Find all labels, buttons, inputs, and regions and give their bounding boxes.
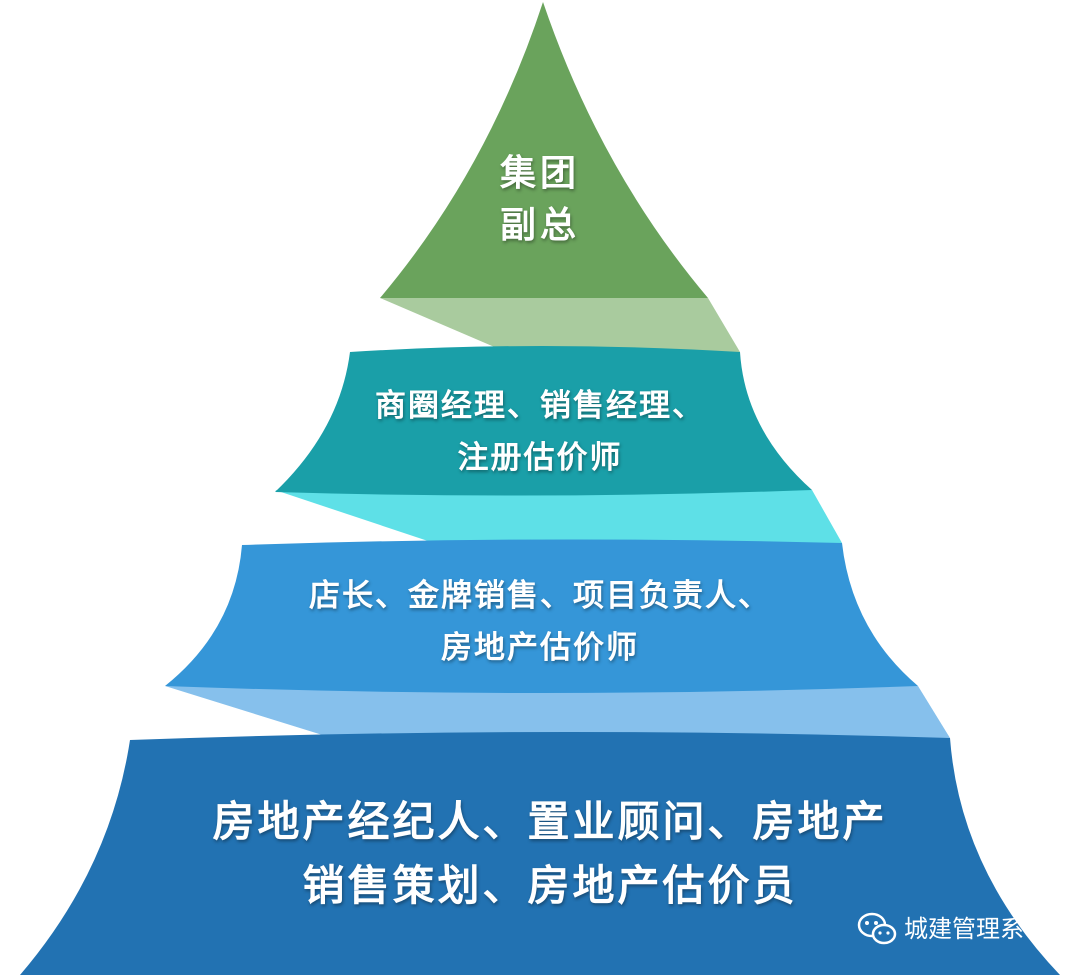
tier-3-shape — [165, 539, 918, 693]
tier-3-line-2: 房地产估价师 — [441, 630, 639, 666]
connector-3 — [165, 686, 950, 742]
watermark-text: 城建管理系 — [904, 914, 1024, 943]
connector-1 — [380, 298, 740, 358]
tier-1-line-1: 集团 — [499, 153, 580, 194]
tier-1-shape — [380, 2, 708, 298]
connector-2 — [275, 490, 842, 545]
tier-2-line-1: 商圈经理、销售经理、 — [375, 388, 705, 424]
tier-2-shape — [275, 346, 812, 496]
wechat-icon — [857, 912, 897, 945]
tier-4-shape — [20, 731, 1060, 975]
tier-2-line-2: 注册估价师 — [457, 440, 623, 476]
tier-1-label: 集团 副总 — [470, 148, 610, 252]
tier-3-line-1: 店长、金牌销售、项目负责人、 — [309, 578, 771, 614]
tier-4-label: 房地产经纪人、置业顾问、房地产 销售策划、房地产估价员 — [110, 790, 990, 918]
tier-3-label: 店长、金牌销售、项目负责人、 房地产估价师 — [200, 570, 880, 674]
tier-4-line-2: 销售策划、房地产估价员 — [302, 861, 798, 910]
tier-2-label: 商圈经理、销售经理、 注册估价师 — [300, 380, 780, 484]
watermark: 城建管理系 — [856, 906, 1024, 946]
tier-4-line-1: 房地产经纪人、置业顾问、房地产 — [212, 797, 888, 846]
tier-1-line-2: 副总 — [499, 205, 580, 246]
